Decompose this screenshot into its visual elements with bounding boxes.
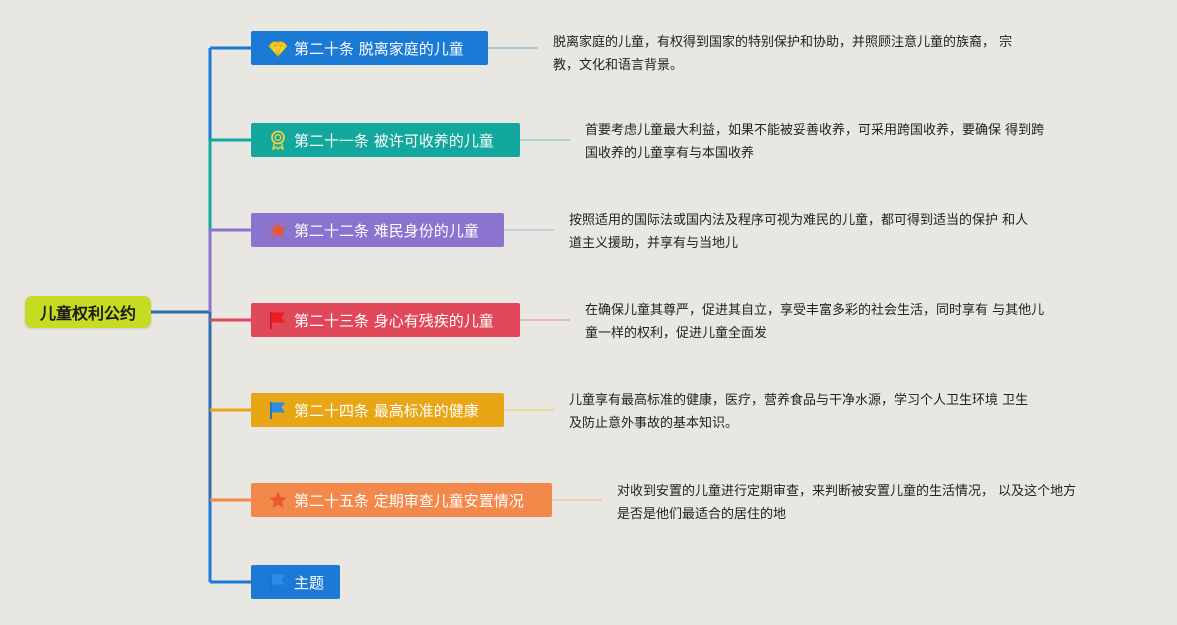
topic-label: 主题	[294, 573, 325, 592]
topic-description: 在确保儿童其尊严，促进其自立，享受丰富多彩的社会生活，同时享有 与其他儿 童一样…	[585, 303, 1045, 341]
topic-label: 第二十条 脱离家庭的儿童	[294, 39, 464, 58]
topic-label: 第二十五条 定期审查儿童安置情况	[294, 491, 524, 510]
root-topic[interactable]: 儿童权利公约	[25, 296, 151, 328]
topic-article-21[interactable]: 第二十一条 被许可收养的儿童	[251, 123, 520, 157]
topic-description: 对收到安置的儿童进行定期审查，来判断被安置儿童的生活情况， 以及这个地方 是否是…	[617, 484, 1077, 522]
topic-description: 儿童享有最高标准的健康，医疗，营养食品与干净水源，学习个人卫生环境 卫生 及防止…	[569, 393, 1029, 431]
topic-description: 按照适用的国际法或国内法及程序可视为难民的儿童，都可得到适当的保护 和人 道主义…	[569, 213, 1029, 251]
topic-article-24[interactable]: 第二十四条 最高标准的健康	[251, 393, 504, 427]
topic-label: 第二十四条 最高标准的健康	[294, 401, 479, 420]
topic-article-25[interactable]: 第二十五条 定期审查儿童安置情况	[251, 483, 552, 517]
star-icon	[268, 220, 288, 240]
topic-label: 第二十一条 被许可收养的儿童	[294, 131, 494, 150]
star-icon	[268, 490, 288, 510]
flag-blue-icon	[268, 400, 288, 420]
topic-label: 第二十三条 身心有残疾的儿童	[294, 311, 494, 330]
flag-blue-icon	[268, 572, 288, 592]
topic-description: 首要考虑儿童最大利益，如果不能被妥善收养，可采用跨国收养，要确保 得到跨 国收养…	[585, 123, 1045, 161]
award-ribbon-icon	[268, 130, 288, 150]
flag-red-icon	[268, 310, 288, 330]
topic-description: 脱离家庭的儿童，有权得到国家的特别保护和协助，并照顾注意儿童的族裔， 宗 教，文…	[553, 35, 1013, 73]
topic-label: 第二十二条 难民身份的儿童	[294, 221, 479, 240]
topic-article-22[interactable]: 第二十二条 难民身份的儿童	[251, 213, 504, 247]
topic-main[interactable]: 主题	[251, 565, 340, 599]
topic-article-23[interactable]: 第二十三条 身心有残疾的儿童	[251, 303, 520, 337]
diamond-icon	[268, 38, 288, 58]
topic-article-20[interactable]: 第二十条 脱离家庭的儿童	[251, 31, 488, 65]
